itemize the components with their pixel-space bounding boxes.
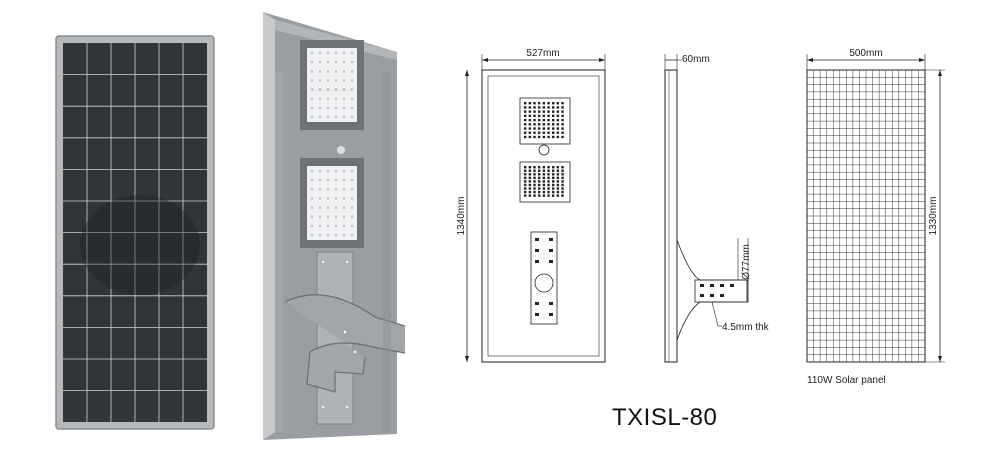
pole-diameter-label: Ø77mm [741,244,752,280]
street-light-photo [263,12,405,440]
model-name: TXISL-80 [612,404,718,431]
side-depth-label: 60mm [682,54,710,65]
panel-caption: 110W Solar panel [807,375,886,386]
panel-width-label: 500mm [849,48,882,59]
panel-height-label: 1330mm [928,197,939,236]
front-view-drawing: 527mm 1340mm [456,48,606,363]
side-view-drawing: 60mm Ø77mm 4.5mm thk [664,54,770,363]
bracket-thickness-label: 4.5mm thk [722,322,770,333]
front-width-label: 527mm [526,48,559,59]
solar-panel-drawing: 500mm 1330mm 110W Solar panel [806,48,945,386]
front-height-label: 1340mm [456,197,467,236]
solar-panel-photo [55,35,215,430]
